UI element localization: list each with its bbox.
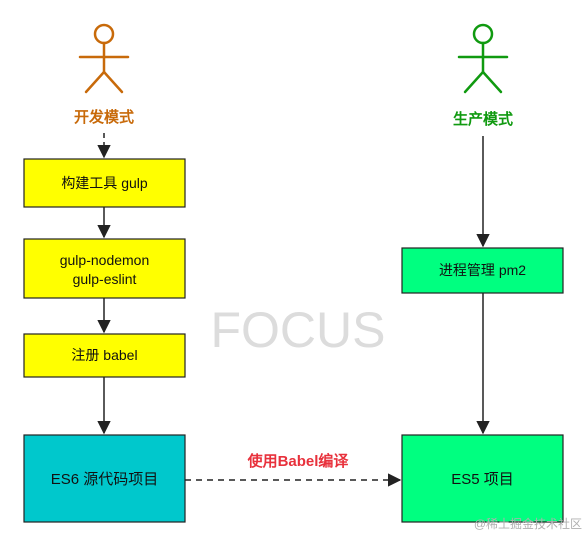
box-nodemon-line2: gulp-eslint xyxy=(73,271,137,287)
dev-actor-icon xyxy=(78,23,130,94)
box-gulp-label: 构建工具 gulp xyxy=(61,175,148,191)
box-babel: 注册 babel xyxy=(23,333,186,378)
prod-actor-label: 生产模式 xyxy=(453,110,513,128)
compile-edge-label: 使用Babel编译 xyxy=(247,452,350,470)
box-gulp: 构建工具 gulp xyxy=(23,158,186,208)
box-es5: ES5 项目 xyxy=(401,434,564,523)
box-babel-label: 注册 babel xyxy=(71,347,137,363)
box-pm2: 进程管理 pm2 xyxy=(401,247,564,294)
box-es6: ES6 源代码项目 xyxy=(23,434,186,523)
box-nodemon: gulp-nodemon gulp-eslint xyxy=(23,238,186,299)
credit-text: @稀土掘金技术社区 xyxy=(474,516,582,531)
box-pm2-label: 进程管理 pm2 xyxy=(439,262,526,278)
box-es6-label: ES6 源代码项目 xyxy=(51,471,159,488)
prod-actor-icon xyxy=(457,23,509,94)
box-nodemon-line1: gulp-nodemon xyxy=(60,252,150,268)
box-es5-label: ES5 项目 xyxy=(451,471,514,488)
watermark-text: FOCUS xyxy=(211,302,386,358)
dev-actor-label: 开发模式 xyxy=(74,108,134,126)
